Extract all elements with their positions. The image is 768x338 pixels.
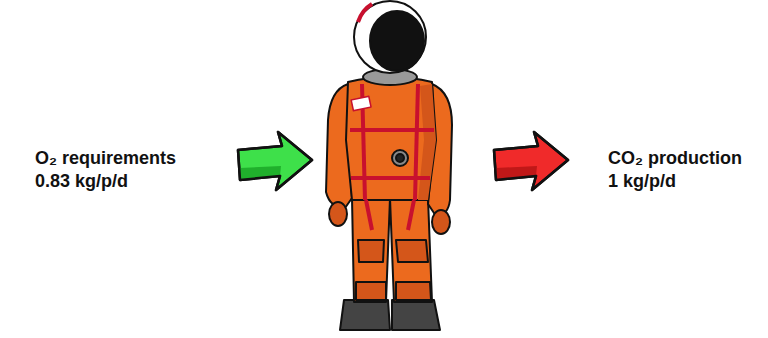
arrow-outline [494, 132, 568, 190]
mission-patch [351, 96, 371, 111]
leg [352, 198, 390, 302]
glove [329, 202, 347, 226]
suit-connector [396, 154, 404, 162]
knee-pad [358, 240, 384, 262]
flow-label: O₂ requirements [35, 147, 176, 169]
flow-rate: 1 kg/p/d [608, 170, 676, 192]
boot-cuff [356, 282, 386, 300]
flow-label: CO₂ production [608, 147, 742, 169]
suit-connector [392, 150, 408, 166]
helmet [354, 1, 426, 73]
harness-strap [350, 128, 434, 132]
flow-rate: 0.83 kg/p/d [35, 170, 128, 192]
torso [346, 77, 436, 200]
harness-strap [351, 176, 430, 180]
boot [340, 300, 390, 330]
input-arrow [238, 132, 312, 190]
astronaut [326, 1, 452, 330]
glove [432, 210, 450, 234]
arrow-outline [238, 132, 312, 190]
red-arrow [494, 132, 568, 190]
output-arrow [494, 132, 568, 190]
torso-shade [418, 84, 436, 200]
boot [392, 300, 440, 330]
green-arrow [238, 132, 312, 190]
harness-strap [366, 200, 414, 230]
boot-cuff [396, 282, 431, 300]
harness-strap [415, 84, 418, 200]
visor [370, 11, 424, 71]
helmet-stripe [358, 4, 372, 22]
knee-pad [396, 240, 428, 262]
